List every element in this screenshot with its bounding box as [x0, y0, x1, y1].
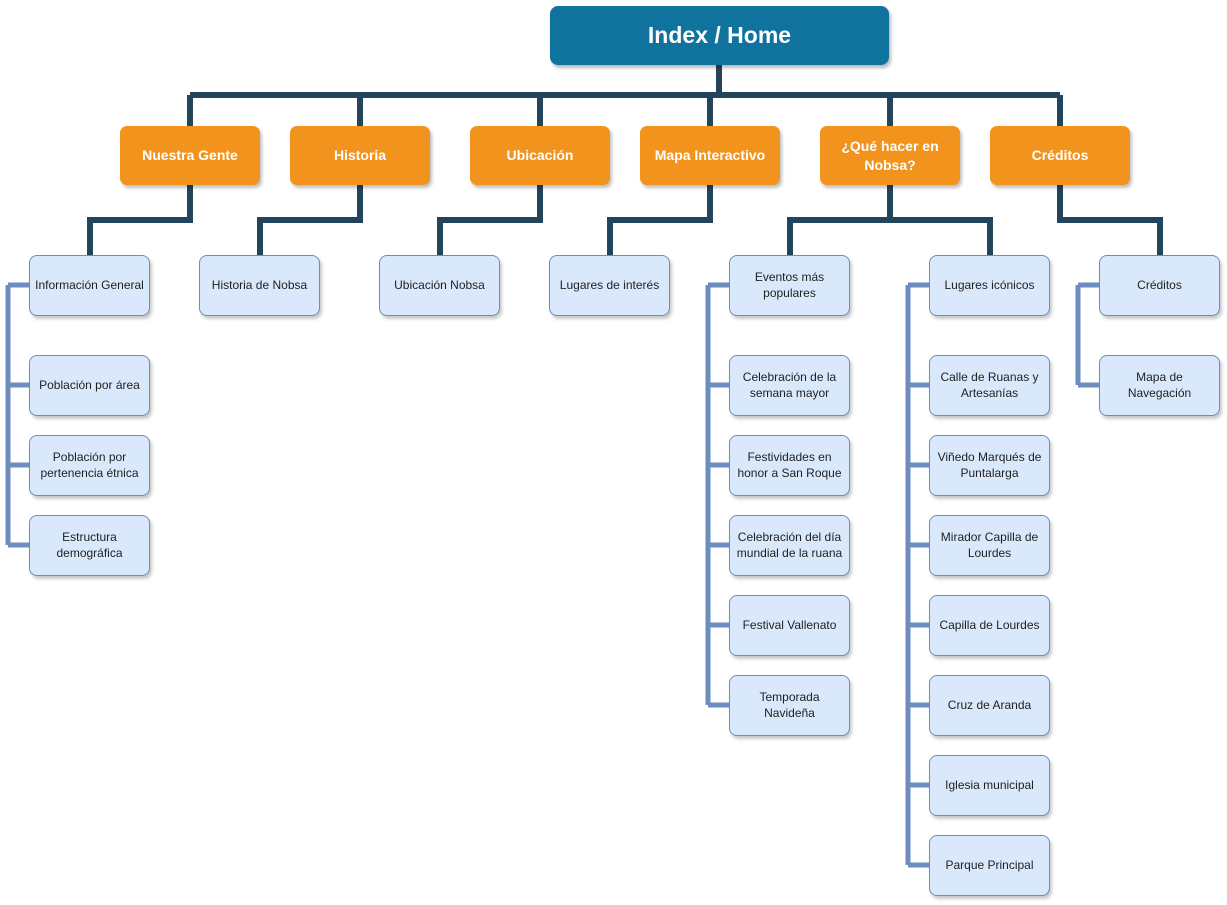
- leaf-eventos-populares[interactable]: Eventos más populares: [729, 255, 850, 316]
- leaf-dia-de-la-ruana[interactable]: Celebración del día mundial de la ruana: [729, 515, 850, 576]
- section-nuestra-gente[interactable]: Nuestra Gente: [120, 126, 260, 185]
- elbow-connector-14: [1057, 185, 1163, 255]
- leaf-san-roque[interactable]: Festividades en honor a San Roque: [729, 435, 850, 496]
- leaf-vinedo-marques[interactable]: Viñedo Marqués de Puntalarga: [929, 435, 1050, 496]
- elbow-connector-10: [437, 185, 543, 255]
- leaf-lugares-de-interes[interactable]: Lugares de interés: [549, 255, 670, 316]
- section-ubicacion[interactable]: Ubicación: [470, 126, 610, 185]
- section-historia[interactable]: Historia: [290, 126, 430, 185]
- leaf-calle-de-ruanas[interactable]: Calle de Ruanas y Artesanías: [929, 355, 1050, 416]
- leaf-iglesia-municipal[interactable]: Iglesia municipal: [929, 755, 1050, 816]
- leaf-ubicacion-nobsa[interactable]: Ubicación Nobsa: [379, 255, 500, 316]
- leaf-capilla-de-lourdes[interactable]: Capilla de Lourdes: [929, 595, 1050, 656]
- leaf-informacion-general[interactable]: Información General: [29, 255, 150, 316]
- leaf-mirador-capilla[interactable]: Mirador Capilla de Lourdes: [929, 515, 1050, 576]
- leaf-historia-de-nobsa[interactable]: Historia de Nobsa: [199, 255, 320, 316]
- elbow-connector-13: [887, 185, 993, 255]
- elbow-connector-8: [87, 185, 193, 255]
- leaf-poblacion-por-area[interactable]: Población por área: [29, 355, 150, 416]
- section-mapa-interactivo[interactable]: Mapa Interactivo: [640, 126, 780, 185]
- elbow-connector-11: [607, 185, 713, 255]
- root-node-index-home[interactable]: Index / Home: [550, 6, 889, 65]
- leaf-lugares-iconicos[interactable]: Lugares icónicos: [929, 255, 1050, 316]
- elbow-connector-9: [257, 185, 363, 255]
- section-que-hacer[interactable]: ¿Qué hacer en Nobsa?: [820, 126, 960, 185]
- leaf-poblacion-etnica[interactable]: Población por pertenencia étnica: [29, 435, 150, 496]
- leaf-mapa-de-navegacion[interactable]: Mapa de Navegación: [1099, 355, 1220, 416]
- leaf-festival-vallenato[interactable]: Festival Vallenato: [729, 595, 850, 656]
- section-creditos[interactable]: Créditos: [990, 126, 1130, 185]
- leaf-temporada-navidena[interactable]: Temporada Navideña: [729, 675, 850, 736]
- leaf-creditos[interactable]: Créditos: [1099, 255, 1220, 316]
- leaf-estructura-demografica[interactable]: Estructura demográfica: [29, 515, 150, 576]
- elbow-connector-12: [787, 185, 893, 255]
- leaf-parque-principal[interactable]: Parque Principal: [929, 835, 1050, 896]
- leaf-semana-mayor[interactable]: Celebración de la semana mayor: [729, 355, 850, 416]
- leaf-cruz-de-aranda[interactable]: Cruz de Aranda: [929, 675, 1050, 736]
